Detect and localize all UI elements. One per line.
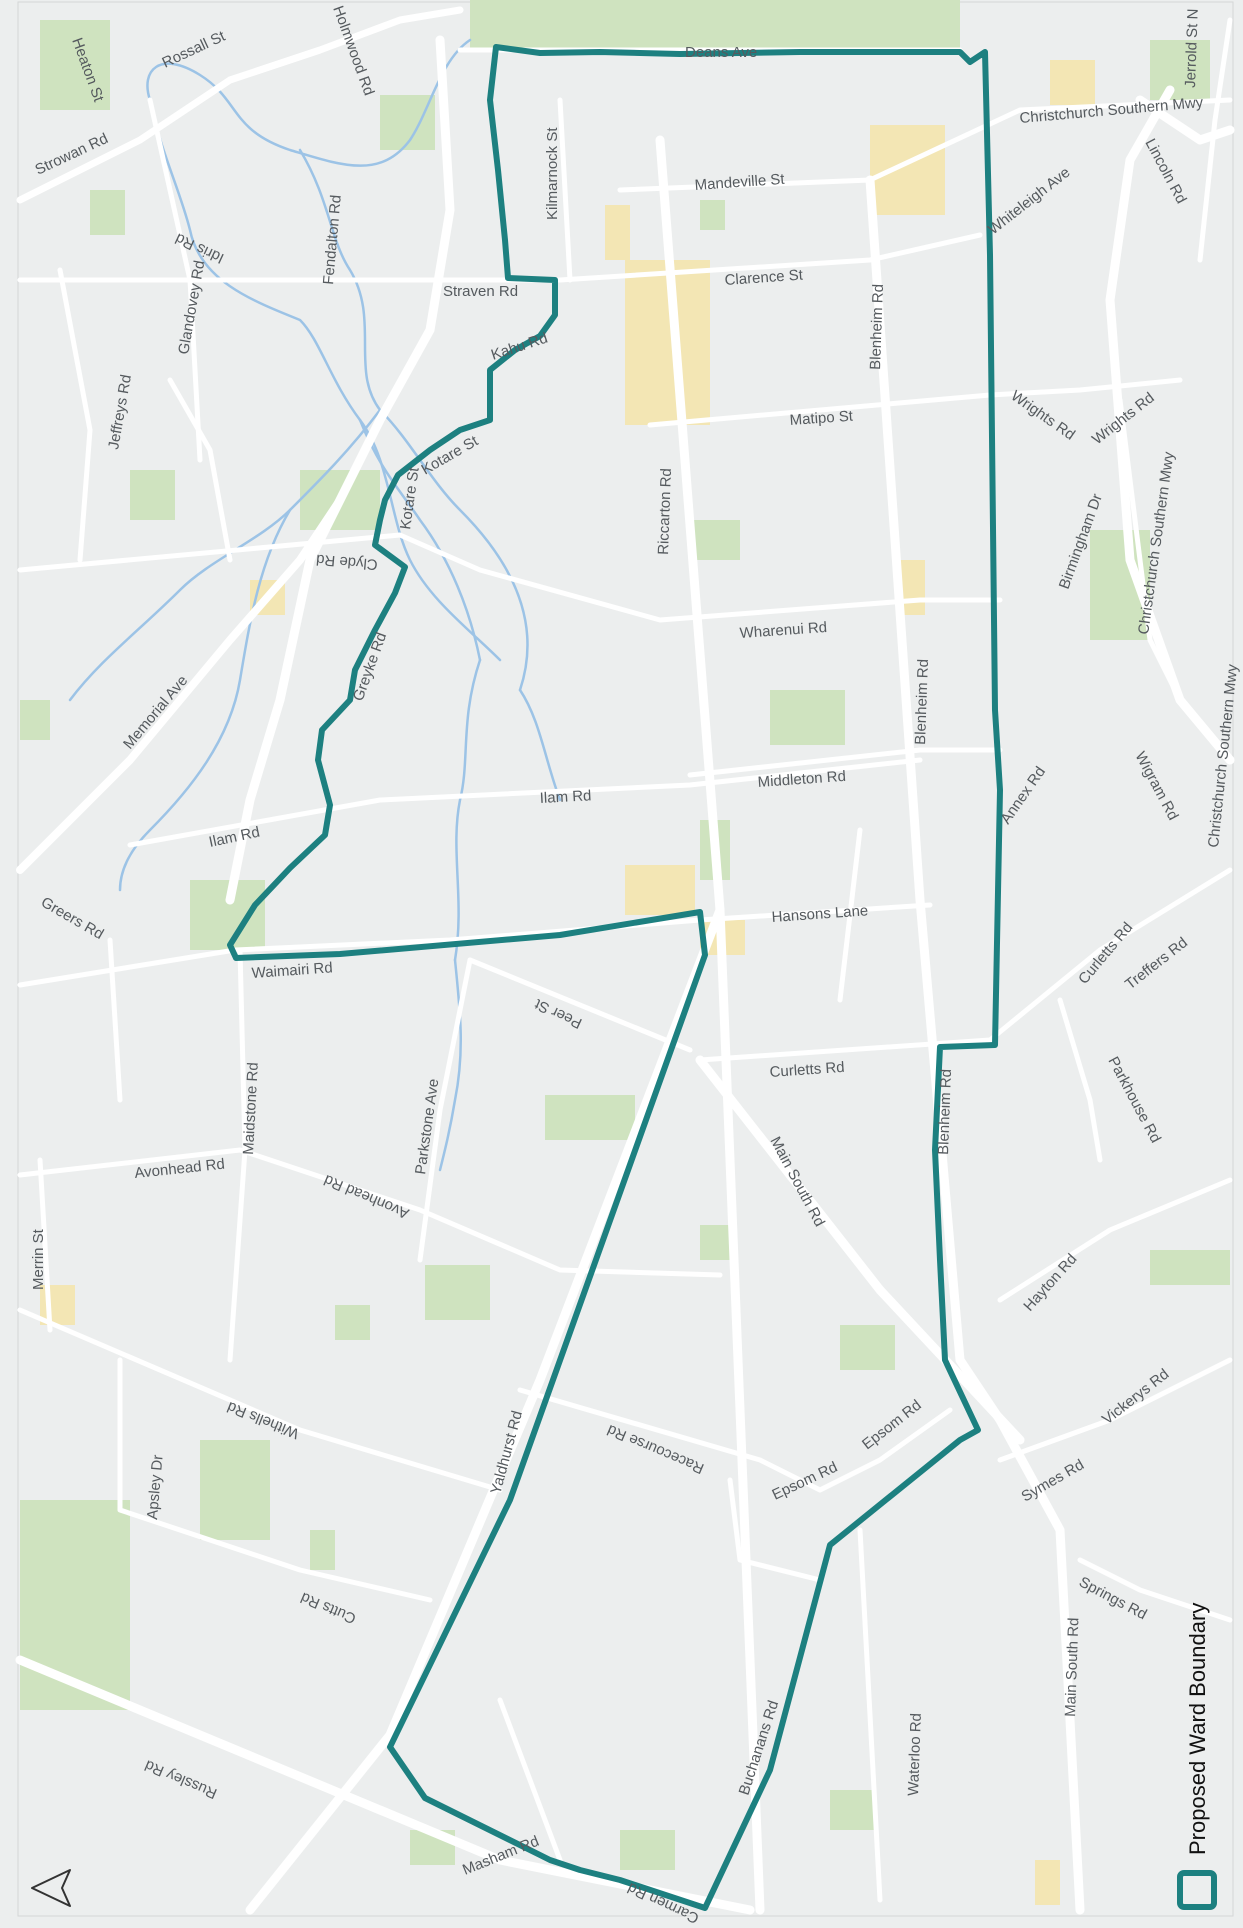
road-label: Straven Rd — [443, 283, 518, 300]
rivers-layer — [68, 38, 562, 1172]
legend: Proposed Ward Boundary — [1177, 1603, 1217, 1910]
roads-layer — [15, 6, 1235, 1915]
road-label: Blenheim Rd — [912, 659, 932, 745]
parks-layer — [20, 0, 1230, 1870]
road-label: Maidstone Rd — [240, 1062, 262, 1155]
road-label: Ilam Rd — [539, 787, 592, 807]
road-label: Wharenui Rd — [739, 619, 828, 642]
road-label: Waterloo Rd — [905, 1713, 925, 1796]
ward-boundary[interactable] — [227, 44, 1003, 1911]
road-label: Matipo St — [789, 408, 854, 429]
road-label: Main South Rd — [1062, 1617, 1082, 1717]
legend-label: Proposed Ward Boundary — [1185, 1603, 1210, 1855]
road-label: Middleton Rd — [757, 768, 846, 791]
road-label: Blenheim Rd — [935, 1069, 955, 1155]
road-label: Mandeville St — [694, 171, 786, 194]
road-label: Curletts Rd — [769, 1059, 845, 1081]
road-label: Apsley Dr — [144, 1454, 167, 1520]
road-label: Clyde Rd — [315, 551, 378, 573]
road-label: Clarence St — [724, 267, 804, 289]
legend-swatch-icon — [1177, 1870, 1217, 1910]
north-arrow-icon — [31, 1869, 71, 1907]
road-label: Hansons Lane — [771, 902, 869, 926]
road-label: Waimairi Rd — [251, 959, 333, 982]
road-label: Jerrold St N — [1182, 8, 1202, 88]
road-label: Merrin St — [30, 1228, 47, 1290]
road-label: Blenheim Rd — [867, 284, 887, 370]
road-label: Riccarton Rd — [655, 468, 675, 555]
road-label: Deans Ave — [685, 44, 757, 61]
road-label: Kilmarnock St — [544, 127, 561, 220]
